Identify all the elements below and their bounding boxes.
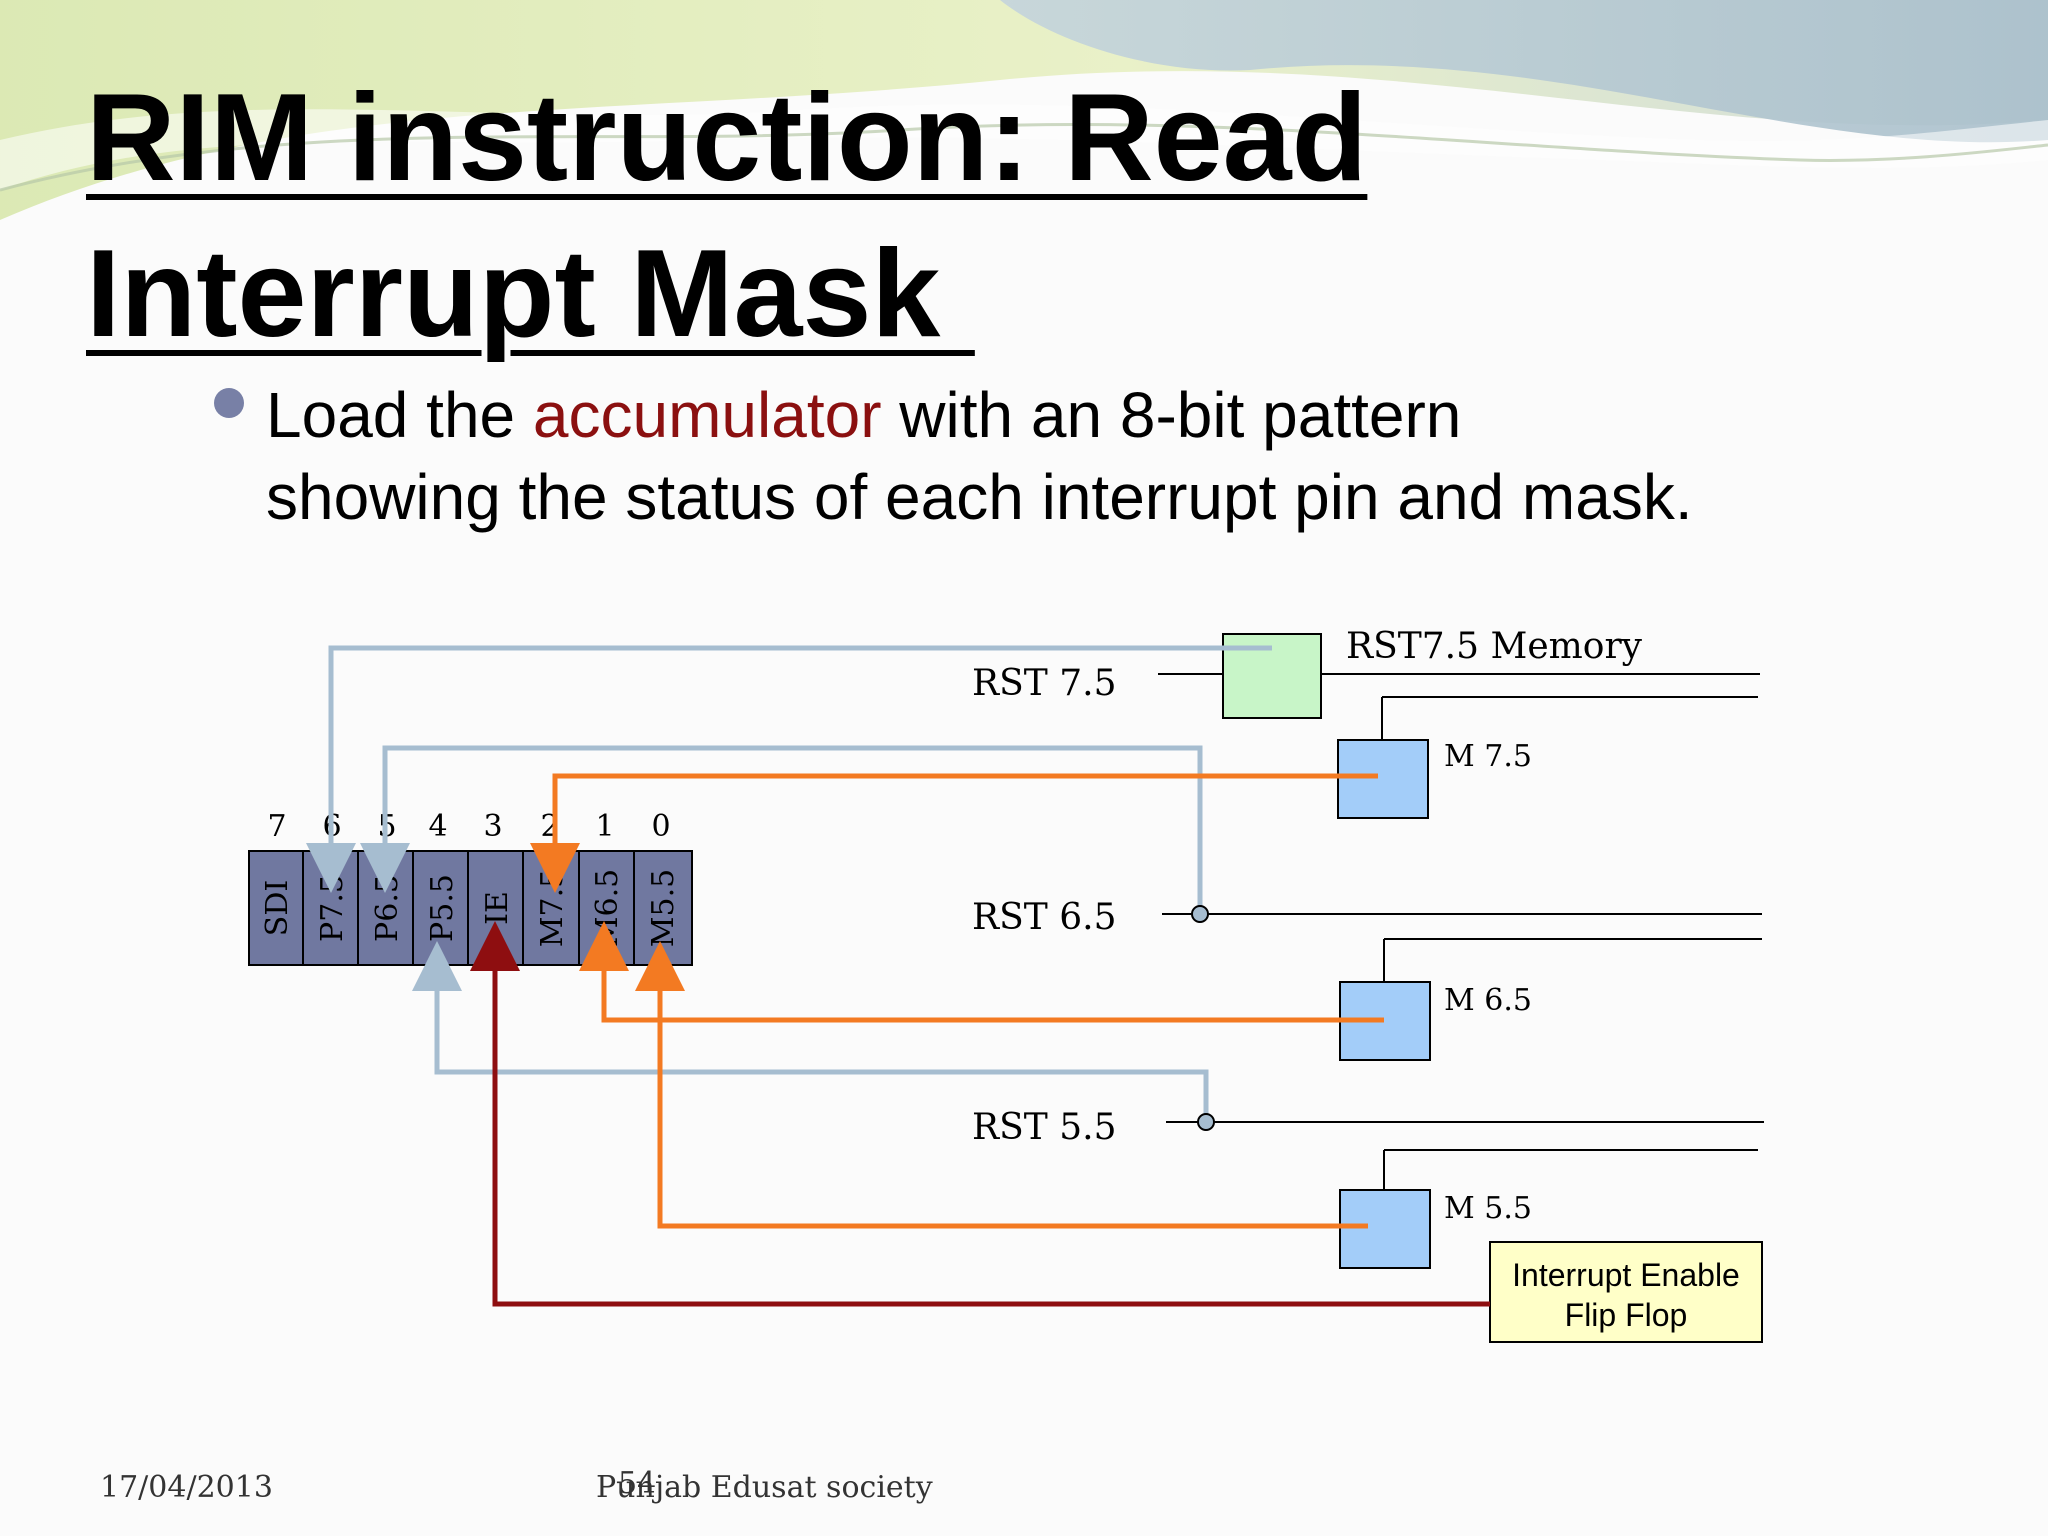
bit-number-3: 3 (483, 809, 502, 844)
m55-mask-line (635, 941, 1368, 1229)
bullet-text: Load the accumulator with an 8-bit patte… (266, 374, 1706, 538)
register-bit-p65: P6.5 (370, 874, 405, 942)
footer-page-number: 54 (618, 1466, 657, 1501)
footer-date: 17/04/2013 (100, 1470, 273, 1505)
flipflop-label-line-1: Interrupt Enable (1512, 1257, 1740, 1293)
rst75-label: RST 7.5 (972, 663, 1116, 704)
register-bit-p75: P7.5 (315, 874, 350, 942)
bit-number-7: 7 (267, 809, 286, 844)
register-bit-sdi: SDI (260, 880, 295, 936)
m55-box (1339, 1189, 1431, 1269)
pending-lines (306, 645, 1272, 1114)
flipflop-box (1489, 1241, 1763, 1343)
bit-number-1: 1 (595, 809, 614, 844)
register-bit-m55: M5.5 (646, 869, 681, 947)
flipflop-label-line-2: Flip Flop (1565, 1297, 1688, 1333)
bullet-text-highlight: accumulator (532, 379, 882, 451)
rst55-label: RST 5.5 (972, 1107, 1116, 1148)
bullet-icon (214, 388, 244, 418)
bit-number-4: 4 (428, 809, 447, 844)
accumulator-register: SDI P7.5 P6.5 P5.5 IE M7.5 M6.5 M5.5 (248, 850, 693, 966)
ie-line (470, 921, 1490, 1307)
page-title-line-1: RIM instruction: Read (86, 69, 1368, 207)
register-bit-ie: IE (480, 891, 515, 925)
m65-label: M 6.5 (1444, 983, 1532, 1018)
bit-number-0: 0 (651, 809, 670, 844)
m75-mask-line (530, 773, 1378, 893)
m65-mask-line (579, 921, 1384, 1023)
m55-label: M 5.5 (1444, 1191, 1532, 1226)
rst65-label: RST 6.5 (972, 897, 1116, 938)
register-bit-m75: M7.5 (535, 869, 570, 947)
footer-organization: Punjab Edusat society (596, 1470, 933, 1505)
register-bit-m65: M6.5 (590, 869, 625, 947)
bullet-text-post: with an 8-bit pattern showing the status… (266, 379, 1693, 533)
m75-box (1337, 739, 1429, 819)
p55-line (412, 941, 1209, 1114)
p75-line (306, 645, 1272, 893)
bit-numbers: 7 6 5 4 3 2 1 0 (267, 809, 670, 844)
bullet-text-pre: Load the (266, 379, 533, 451)
register-bit-p55: P5.5 (425, 874, 460, 942)
rst55-junction (1197, 1113, 1215, 1131)
pin-lines (1158, 673, 1764, 1190)
page-title-line-2: Interrupt Mask (86, 225, 975, 363)
rst65-junction (1191, 905, 1209, 923)
m75-label: M 7.5 (1444, 739, 1532, 774)
rst75-memory-label: RST7.5 Memory (1346, 626, 1643, 667)
mask-lines (530, 773, 1384, 1229)
p65-line (360, 745, 1203, 906)
